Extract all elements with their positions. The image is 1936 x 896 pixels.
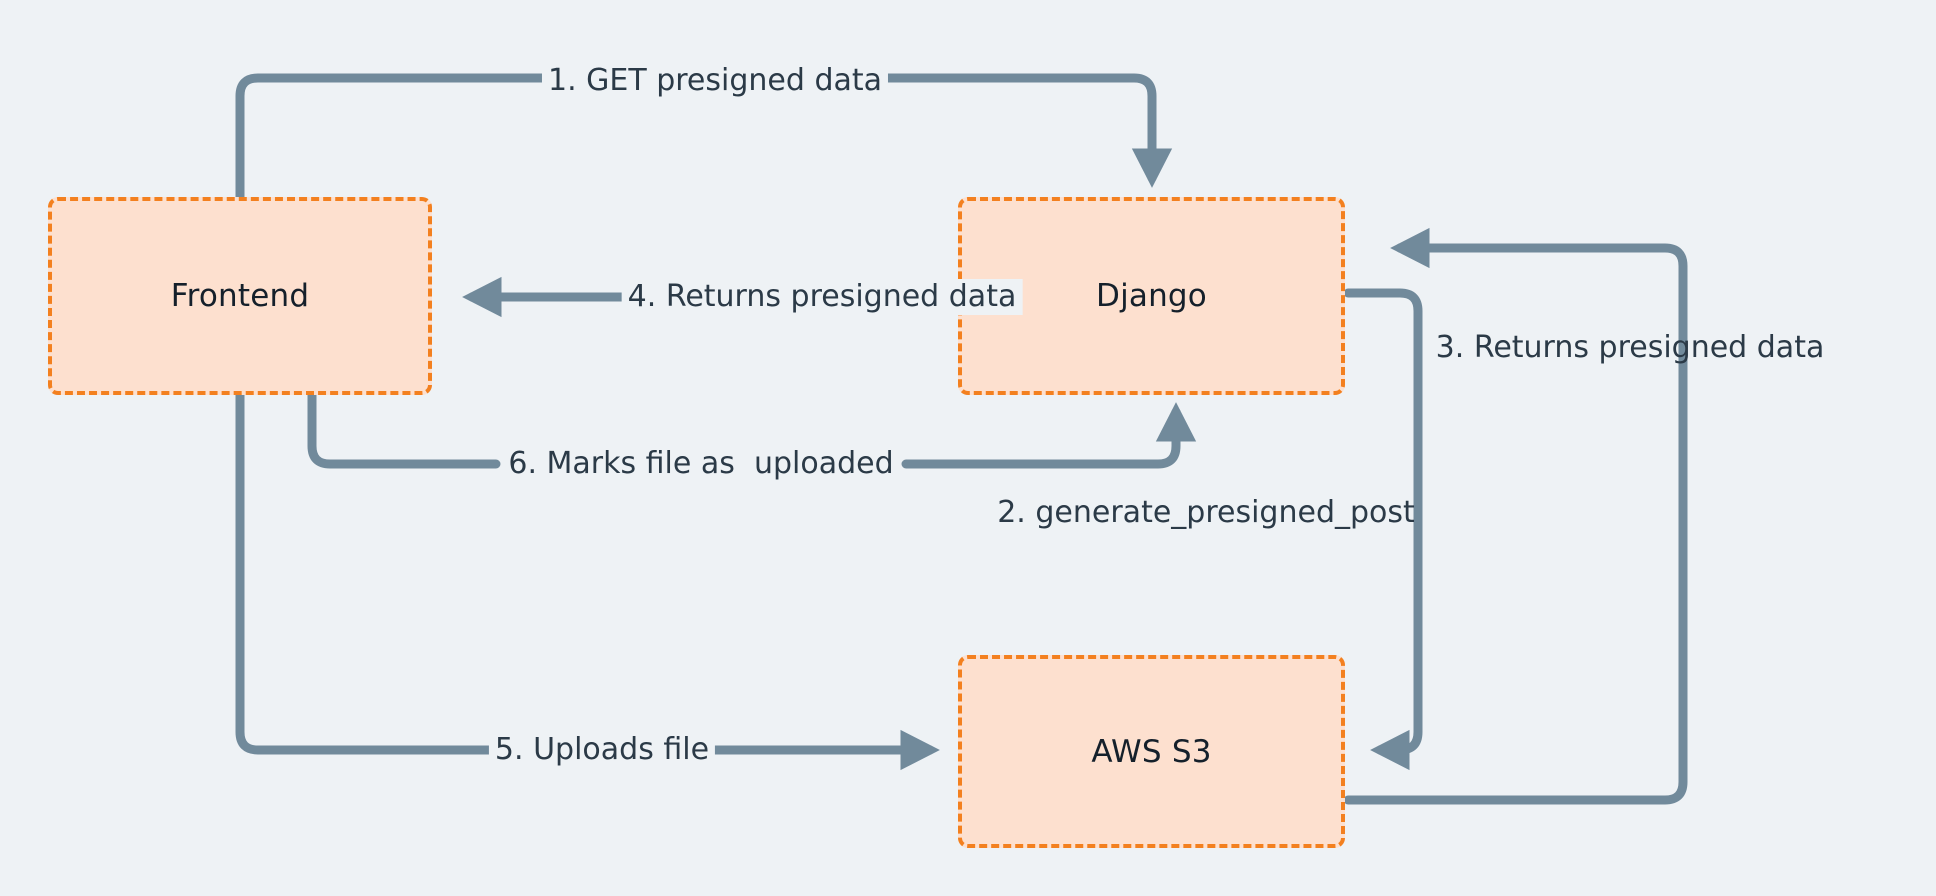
edge-path-3: [1343, 227, 1688, 805]
edge-label-1: 1. GET presigned data: [541, 63, 889, 99]
edge-path-1: [235, 73, 1152, 197]
edge-label-4: 4. Returns presigned data: [621, 279, 1023, 315]
edge-path-2: [1343, 288, 1423, 771]
node-frontend[interactable]: Frontend: [48, 197, 432, 395]
edge-label-3: 3. Returns presigned data: [1435, 330, 1825, 365]
node-django-label: Django: [1096, 278, 1207, 314]
edge-label-5: 5. Uploads file: [488, 732, 716, 768]
node-aws-s3-label: AWS S3: [1091, 733, 1212, 770]
node-django[interactable]: Django: [958, 197, 1345, 395]
node-frontend-label: Frontend: [170, 278, 310, 314]
edge-label-6: 6. Marks file as uploaded: [502, 446, 900, 482]
edge-label-2: 2. generate_presigned_post: [997, 495, 1415, 530]
node-aws-s3[interactable]: AWS S3: [958, 655, 1345, 848]
edge-path-5: [235, 390, 930, 750]
edge-path-6: [307, 395, 1176, 469]
